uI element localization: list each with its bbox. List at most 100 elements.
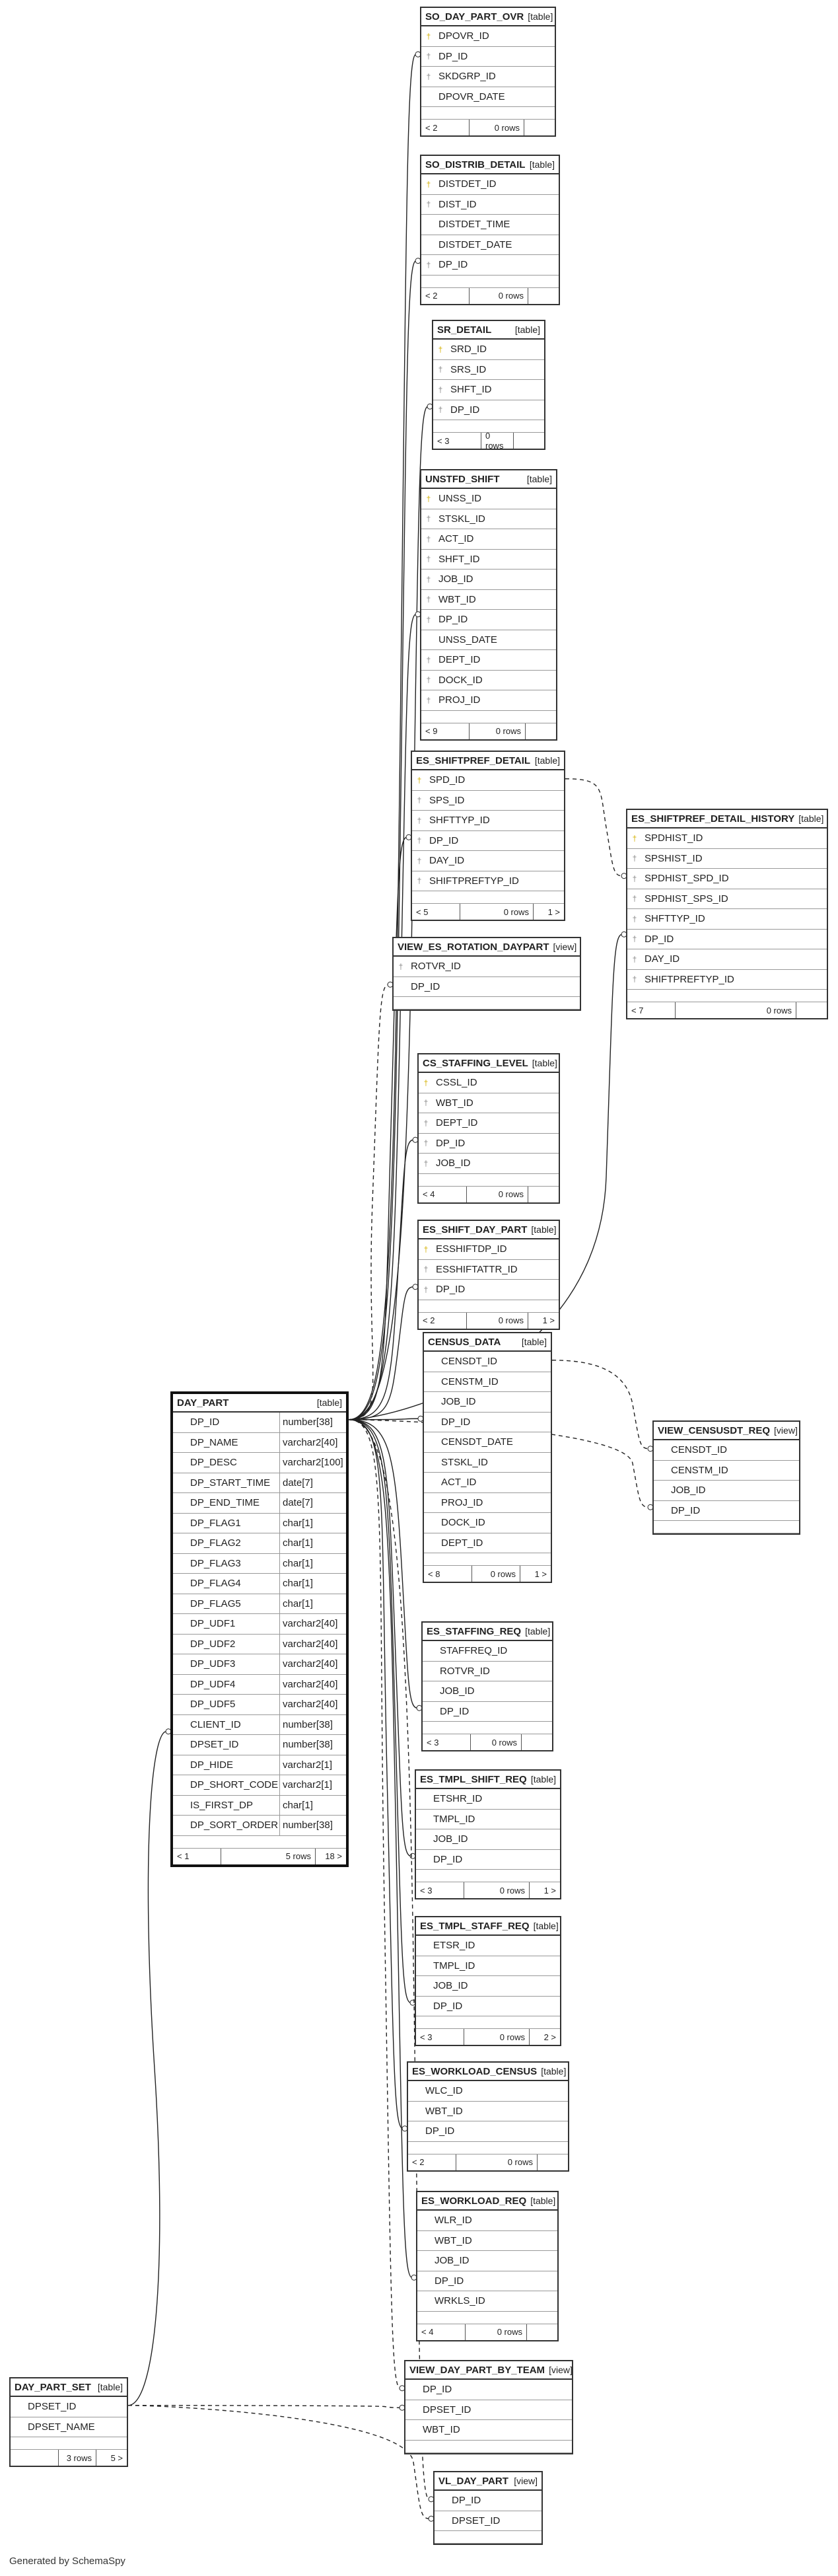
column-row[interactable]: STAFFREQ_ID [423, 1641, 552, 1662]
column-row[interactable]: DPOVR_DATE [421, 87, 555, 107]
column-row[interactable]: †JOB_ID [421, 570, 556, 590]
column-row[interactable]: CENSTM_ID [654, 1461, 799, 1481]
column-row[interactable]: †ACT_ID [421, 529, 556, 550]
column-row[interactable]: †SHIFTPREFTYP_ID [627, 970, 827, 990]
column-row[interactable]: DP_ID [416, 1850, 560, 1870]
column-row[interactable]: JOB_ID [423, 1681, 552, 1702]
column-row[interactable]: TMPL_ID [416, 1810, 560, 1829]
column-row[interactable]: †SHFTTYP_ID [627, 909, 827, 930]
column-row[interactable]: DOCK_ID [424, 1513, 551, 1533]
children-count[interactable]: 1 > [534, 1568, 547, 1579]
column-row[interactable]: †SPS_ID [412, 791, 564, 811]
table-name[interactable]: VIEW_DAY_PART_BY_TEAM [409, 2364, 545, 2376]
column-row[interactable]: †SKDGRP_ID [421, 67, 555, 87]
column-row[interactable]: UNSS_DATE [421, 630, 556, 650]
column-row[interactable]: DP_ID [654, 1501, 799, 1521]
column-row[interactable]: DEPT_ID [424, 1533, 551, 1553]
table-name[interactable]: ES_TMPL_STAFF_REQ [420, 1920, 530, 1932]
column-row[interactable]: †ROTVR_ID [394, 957, 580, 977]
column-row[interactable]: †UNSS_ID [421, 489, 556, 509]
column-row[interactable]: JOB_ID [654, 1481, 799, 1501]
table-name[interactable]: DAY_PART [177, 1397, 229, 1409]
column-row[interactable]: †SHFTTYP_ID [412, 811, 564, 831]
column-row[interactable]: †SPDHIST_ID [627, 828, 827, 849]
column-row[interactable]: †SPD_ID [412, 770, 564, 791]
column-row[interactable]: †DP_ID [421, 47, 555, 67]
column-row[interactable]: JOB_ID [416, 1829, 560, 1850]
column-row[interactable]: WBT_ID [408, 2102, 568, 2121]
column-row[interactable]: DP_ID [416, 1997, 560, 2016]
column-row[interactable]: TMPL_ID [416, 1956, 560, 1976]
column-row[interactable]: †DPOVR_ID [421, 26, 555, 47]
column-row[interactable]: JOB_ID [424, 1392, 551, 1413]
column-row[interactable]: †DP_ID [421, 255, 559, 276]
table-name[interactable]: VIEW_CENSUSDT_REQ [658, 1424, 771, 1436]
column-row[interactable]: WBT_ID [405, 2420, 572, 2441]
column-row[interactable]: DP_ID [423, 1702, 552, 1722]
column-row[interactable]: †SHFT_ID [421, 550, 556, 570]
children-count[interactable] [514, 433, 544, 449]
column-row[interactable]: †DP_ID [433, 400, 544, 420]
table-name[interactable]: ES_TMPL_SHIFT_REQ [420, 1773, 527, 1785]
column-row[interactable]: †DIST_ID [421, 195, 559, 215]
column-row[interactable]: †SPDHIST_SPS_ID [627, 889, 827, 909]
column-row[interactable]: DP_ID [394, 977, 580, 997]
table-es-shiftpref-detail-history[interactable]: ES_SHIFTPREF_DETAIL_HISTORY[table]†SPDHI… [626, 809, 828, 1019]
table-name[interactable]: CS_STAFFING_LEVEL [423, 1057, 528, 1069]
column-row[interactable]: ETSHR_ID [416, 1789, 560, 1810]
column-row[interactable]: DP_ID [408, 2121, 568, 2142]
table-es-shiftpref-detail[interactable]: ES_SHIFTPREF_DETAIL[table]†SPD_ID†SPS_ID… [411, 751, 565, 921]
column-row[interactable]: †DEPT_ID [421, 650, 556, 671]
parents-count[interactable]: < 3 [433, 433, 481, 449]
column-row[interactable]: †WBT_ID [419, 1093, 559, 1113]
column-row[interactable]: WLC_ID [408, 2081, 568, 2102]
column-row[interactable]: DISTDET_DATE [421, 235, 559, 255]
parents-count[interactable]: < 4 [417, 2324, 466, 2340]
column-row[interactable]: †CSSL_ID [419, 1073, 559, 1093]
column-row[interactable]: WLR_ID [417, 2211, 557, 2231]
children-count[interactable]: 1 > [543, 1885, 556, 1895]
column-row[interactable]: CENSDT_DATE [424, 1432, 551, 1453]
column-row[interactable]: †DP_ID [421, 610, 556, 630]
parents-count[interactable]: < 5 [412, 904, 460, 920]
parents-count[interactable]: < 7 [627, 1002, 676, 1018]
parents-count[interactable]: < 2 [421, 287, 470, 304]
children-count[interactable] [526, 723, 556, 739]
table-name[interactable]: VIEW_ES_ROTATION_DAYPART [398, 941, 549, 953]
table-name[interactable]: SO_DAY_PART_OVR [425, 11, 524, 22]
table-name[interactable]: VL_DAY_PART [438, 2475, 508, 2487]
column-row[interactable]: DPSET_ID [405, 2400, 572, 2420]
column-row[interactable]: †DP_ID [419, 1134, 559, 1154]
parents-count[interactable]: < 8 [424, 1566, 472, 1582]
column-row[interactable]: ETSR_ID [416, 1936, 560, 1956]
column-row[interactable]: DP_ID [405, 2380, 572, 2400]
column-row[interactable]: †DAY_ID [412, 851, 564, 871]
parents-count[interactable]: < 9 [421, 723, 470, 739]
column-row[interactable]: †SPDHIST_SPD_ID [627, 869, 827, 889]
children-count[interactable] [528, 288, 559, 304]
column-row[interactable]: †DP_ID [419, 1280, 559, 1300]
column-row[interactable]: WBT_ID [417, 2231, 557, 2251]
column-row[interactable]: DP_ID [435, 2491, 541, 2511]
table-name[interactable]: CENSUS_DATA [428, 1336, 501, 1348]
table-name[interactable]: SR_DETAIL [437, 324, 492, 336]
table-name[interactable]: SO_DISTRIB_DETAIL [425, 159, 526, 170]
